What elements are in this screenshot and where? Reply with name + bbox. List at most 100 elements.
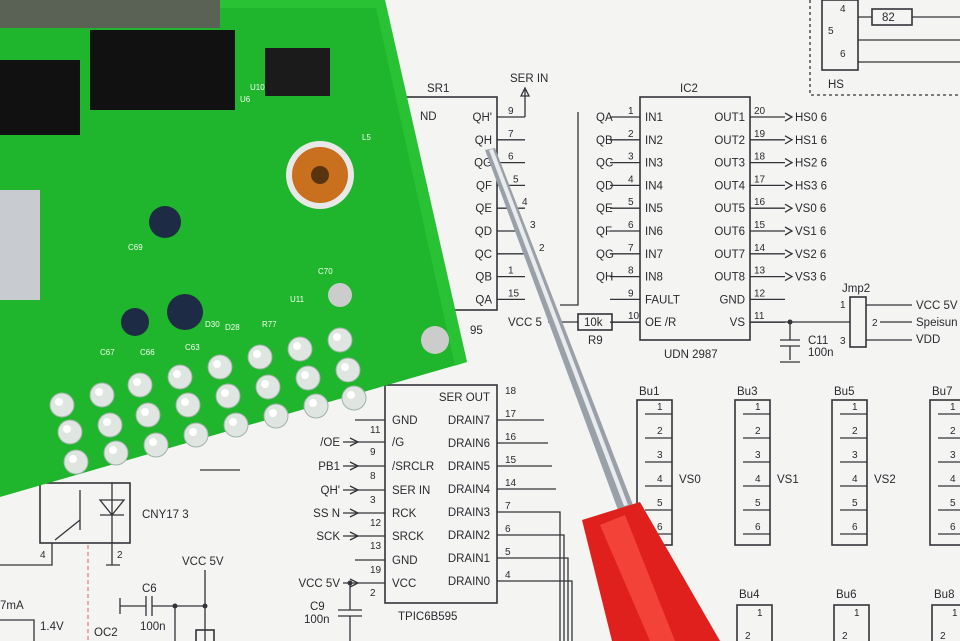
c6-value: 100n: [140, 621, 166, 633]
led-highlight: [95, 388, 103, 396]
ic2-left-pin: IN3: [645, 158, 663, 170]
led-highlight: [293, 342, 301, 350]
r9-resistor: 10k R9 VCC 5: [508, 313, 640, 347]
net-label: VS2: [874, 474, 896, 486]
tpic-input-label: VCC 5V: [298, 578, 340, 590]
tpic-left-num: 3: [370, 495, 376, 506]
connector-bu8: [931, 604, 960, 641]
led: [135, 402, 161, 428]
opto-oc2: OC2: [94, 627, 118, 639]
pcb-label: C69: [128, 243, 143, 252]
ic2-right-num: 12: [754, 288, 766, 299]
tpic-left-pin: GND: [392, 555, 418, 567]
ic2-left-num: 9: [628, 288, 634, 299]
connector-pin-num: 2: [657, 426, 663, 437]
led: [255, 374, 281, 400]
c6-capacitor: C6 100n VCC 5V: [119, 556, 224, 641]
tpic-right-pin: DRAIN0: [448, 576, 490, 588]
led-highlight: [181, 398, 189, 406]
tpic-right-num: 16: [505, 432, 517, 443]
led-highlight: [149, 438, 157, 446]
heatsink: [0, 190, 40, 300]
connector-pin-num: 1: [950, 402, 956, 413]
led: [327, 327, 353, 353]
opto-name: CNY17 3: [142, 509, 189, 521]
led: [63, 449, 89, 475]
tpic-input-label: PB1: [318, 461, 340, 473]
connector-pin-num: 4: [852, 474, 858, 485]
jmp2-speisung: Speisun: [916, 317, 958, 329]
sr1-pin-number: 6: [508, 152, 514, 163]
led: [287, 336, 313, 362]
ic2-output-label: HS1 6: [795, 135, 827, 147]
r9-vcc: VCC 5: [508, 317, 542, 329]
led: [295, 365, 321, 391]
connector-pin-num: 1: [755, 402, 761, 413]
connector-pin-num: 2: [940, 631, 946, 641]
connector-bu5: [831, 399, 868, 546]
led: [57, 419, 83, 445]
connector-pin-num: 1: [657, 402, 663, 413]
ic2-left-num: 10: [628, 311, 640, 322]
opto-current: 7mA: [0, 600, 24, 612]
tpic-right-pin: DRAIN2: [448, 530, 490, 542]
ic2-input-label: QD: [596, 180, 613, 192]
tpic-left-num: 12: [370, 518, 382, 529]
connector-pin-num: 2: [755, 426, 761, 437]
pcb-label: C70: [318, 267, 333, 276]
hs-pin-6: 6: [840, 49, 846, 60]
optocoupler: CNY17 3 4 2 OC2 7mA 1.4V: [0, 482, 189, 641]
ic2-output-label: VS3 6: [795, 272, 826, 284]
c9-capacitor: C9 100n: [304, 580, 362, 641]
sr1-pin-number: 2: [539, 243, 545, 254]
led-highlight: [333, 333, 341, 341]
ic2-left-pin: IN7: [645, 249, 663, 261]
tpic-right-num: 15: [505, 455, 517, 466]
sr1-pin-number: 15: [508, 288, 520, 299]
led: [183, 422, 209, 448]
jmp2-pin-1: 1: [840, 300, 846, 311]
led: [49, 392, 75, 418]
ic2-title: IC2: [680, 83, 698, 95]
tpic-left-num: 19: [370, 565, 382, 576]
ic2-left-pin: OE /R: [645, 317, 676, 329]
connector-pin-num: 3: [657, 450, 663, 461]
led: [263, 403, 289, 429]
ic2-left-pin: FAULT: [645, 294, 680, 306]
jmp2-pin-2: 2: [872, 318, 878, 329]
connector-pin-num: 1: [952, 608, 958, 619]
ic2-output-label: VS1 6: [795, 226, 826, 238]
tpic-left-pin: RCK: [392, 508, 417, 520]
sr1-pin-number: 4: [522, 197, 528, 208]
hs-pin-4: 4: [840, 4, 846, 15]
tpic-left-num: 13: [370, 541, 382, 552]
led-highlight: [173, 370, 181, 378]
ic2-left-num: 5: [628, 197, 634, 208]
connector-bu7: [929, 399, 960, 546]
hs-pin-5: 5: [828, 26, 834, 37]
tpic-right-pin: DRAIN1: [448, 553, 490, 565]
capacitor-c69: [149, 206, 181, 238]
tpic-right-num: 17: [505, 409, 517, 420]
pcb-board: C70 U11 R77 D30 D28 C66 C63 U10 L5 C69 C…: [0, 0, 467, 497]
tpic-right-pin: SER OUT: [439, 392, 490, 404]
tpic-right-num: 4: [505, 570, 511, 581]
tpic-right-num: 18: [505, 386, 517, 397]
connector-pin-num: 1: [852, 402, 858, 413]
connector-pin-num: 2: [852, 426, 858, 437]
led-highlight: [347, 391, 355, 399]
tpic-left-pin: VCC: [392, 578, 416, 590]
connector-pin-num: 3: [950, 450, 956, 461]
tpic-part: TPIC6B595: [398, 611, 457, 623]
ic2-right-num: 13: [754, 266, 766, 277]
ic2-input-label: QB: [596, 135, 613, 147]
tpic-left-pin: SRCK: [392, 531, 424, 543]
led-highlight: [261, 380, 269, 388]
connector-pin-num: 6: [755, 522, 761, 533]
led: [207, 354, 233, 380]
tpic-left-num: 2: [370, 588, 376, 599]
sr1-part: 95: [470, 325, 483, 337]
